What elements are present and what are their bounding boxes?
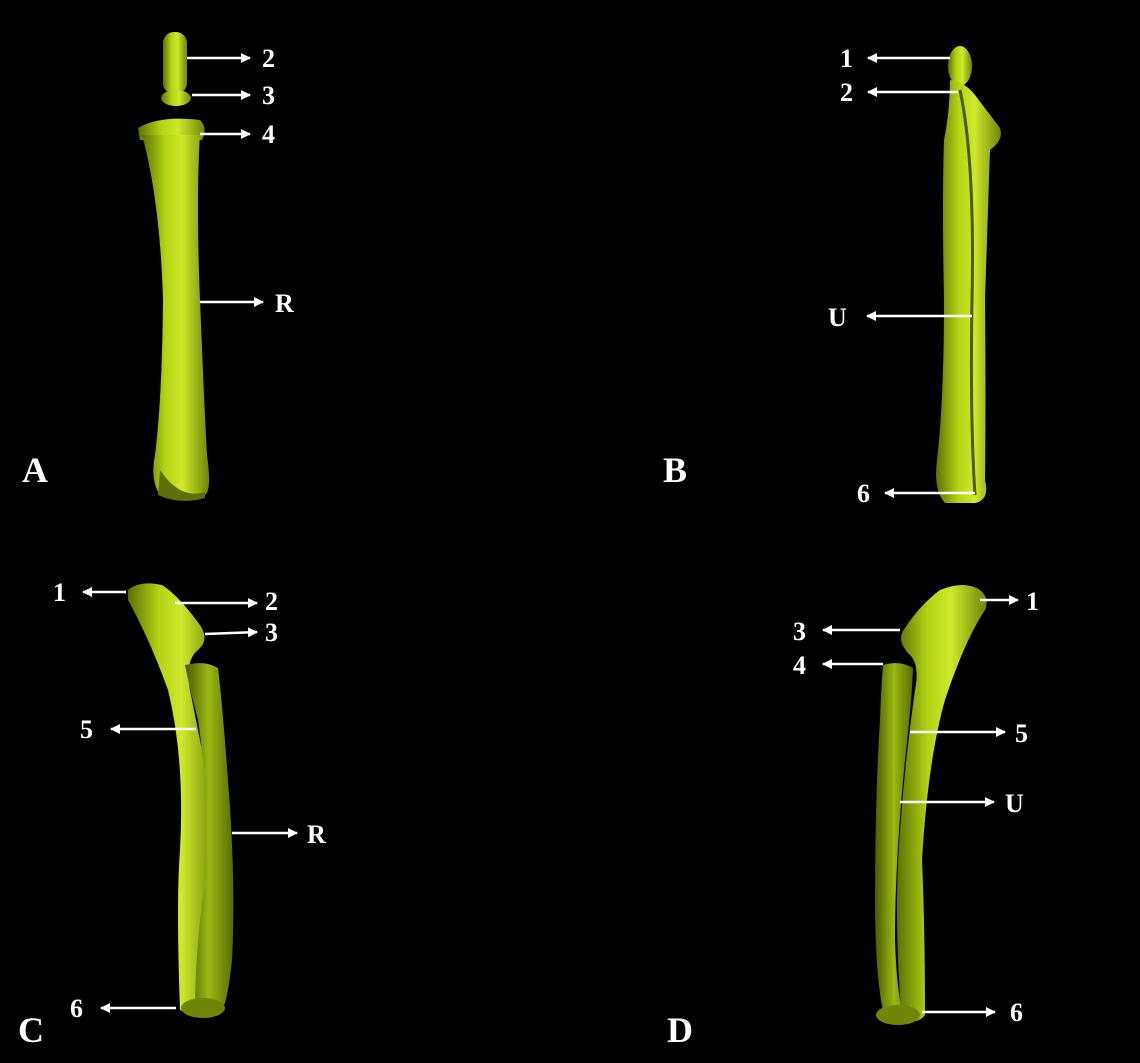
panel-letter-a: A [22, 450, 48, 490]
label-2: 2 [265, 587, 278, 616]
bone-radius-a [138, 32, 209, 501]
label-3: 3 [262, 81, 275, 110]
panel-letter-d: D [667, 1010, 693, 1050]
panel-b: 1 2 U 6 B [663, 44, 1001, 508]
label-6: 6 [70, 994, 83, 1023]
label-5: 5 [1015, 719, 1028, 748]
label-1: 1 [1026, 587, 1039, 616]
label-r: R [307, 820, 326, 849]
panel-letter-b: B [663, 450, 687, 490]
label-3: 3 [793, 617, 806, 646]
label-1: 1 [840, 44, 853, 73]
label-u: U [828, 303, 847, 332]
label-r: R [275, 289, 294, 318]
label-2: 2 [840, 78, 853, 107]
panel-letter-c: C [18, 1010, 44, 1050]
label-4: 4 [262, 120, 275, 149]
label-2: 2 [262, 44, 275, 73]
panel-d: 1 3 4 5 U 6 D [667, 585, 1039, 1050]
bone-ulna-b [936, 46, 1001, 503]
bone-ulna-radius-d [875, 585, 987, 1025]
label-5: 5 [80, 715, 93, 744]
label-6: 6 [1010, 998, 1023, 1027]
label-u: U [1005, 789, 1024, 818]
panel-c: 1 2 3 5 R 6 C [18, 578, 326, 1050]
bone-radius-ulna-c [128, 583, 233, 1018]
label-3: 3 [265, 618, 278, 647]
label-6: 6 [857, 479, 870, 508]
panel-a: 2 3 4 R A [22, 32, 294, 501]
label-1: 1 [53, 578, 66, 607]
label-4: 4 [793, 651, 806, 680]
